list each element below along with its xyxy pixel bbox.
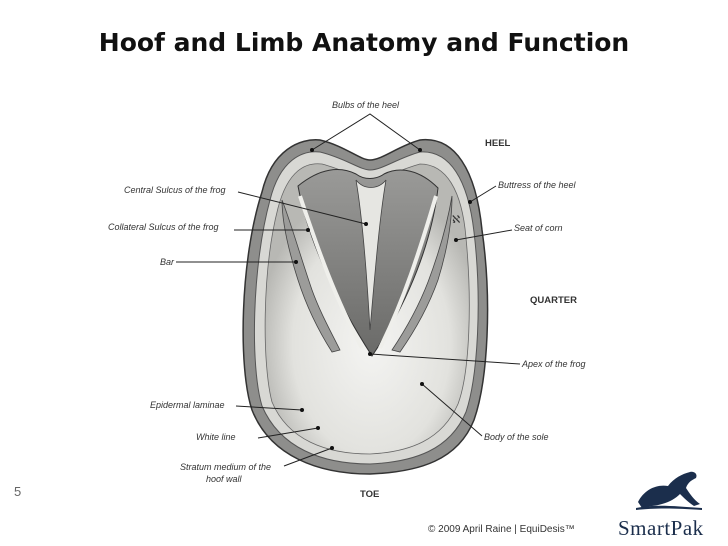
label-stratum-1: Stratum medium of the (180, 462, 271, 472)
horse-logo-icon (636, 471, 702, 510)
slide-number: 5 (14, 484, 22, 499)
leader-bulbs (311, 113, 421, 151)
label-body-sole: Body of the sole (484, 432, 549, 442)
label-stratum-2: hoof wall (206, 474, 243, 484)
collateral-sulcus-right (378, 195, 438, 349)
label-central-sulcus: Central Sulcus of the frog (124, 185, 226, 195)
label-epidermal: Epidermal laminae (150, 400, 225, 410)
slide-title: Hoof and Limb Anatomy and Function (98, 28, 630, 57)
label-white-line: White line (196, 432, 236, 442)
left-bar (281, 199, 341, 353)
label-quarter: QUARTER (530, 295, 577, 306)
label-bulbs: Bulbs of the heel (332, 100, 400, 110)
label-heel: HEEL (485, 138, 511, 149)
label-apex: Apex of the frog (521, 359, 586, 369)
label-bar: Bar (160, 257, 175, 267)
corn-mark: ℵ (452, 213, 460, 226)
label-buttress: Buttress of the heel (498, 180, 577, 190)
copyright-text: © 2009 April Raine | EquiDesis™ (428, 524, 575, 535)
leader-central (237, 191, 367, 225)
leader-seat (455, 229, 513, 241)
leader-apex (369, 353, 521, 365)
right-bar (391, 195, 453, 353)
brand-wordmark: SmartPak (618, 516, 704, 540)
leader-buttress (469, 185, 497, 203)
leader-white (257, 427, 319, 439)
leader-sole (421, 383, 483, 437)
collateral-sulcus-left (298, 195, 364, 349)
leader-stratum (283, 447, 333, 467)
label-seat-of-corn: Seat of corn (514, 223, 563, 233)
leader-epidermal (235, 405, 303, 411)
label-collateral-sulcus: Collateral Sulcus of the frog (108, 222, 219, 232)
central-sulcus (355, 178, 387, 331)
label-toe: TOE (360, 489, 379, 500)
